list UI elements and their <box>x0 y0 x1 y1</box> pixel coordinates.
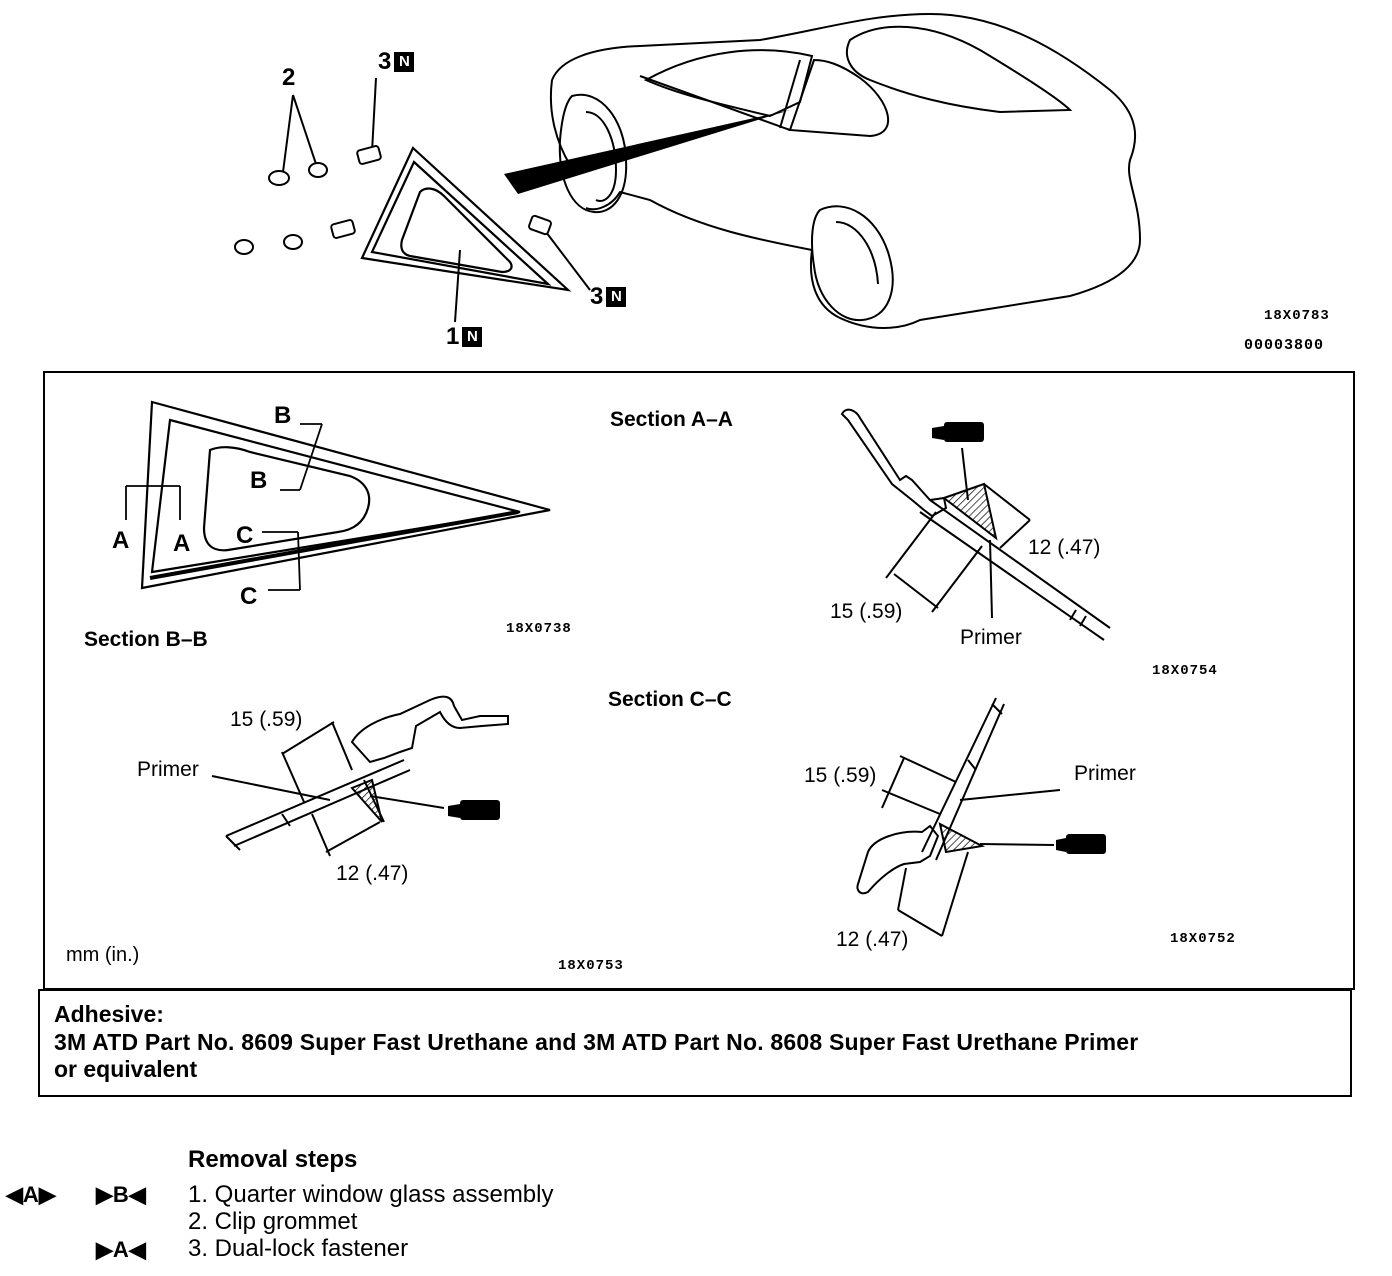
new-part-mark: N <box>394 52 415 72</box>
section-cc-title: Section C–C <box>608 688 732 711</box>
dimension-label: 15 (.59) <box>230 708 303 731</box>
procedure-mark-b-install: ▶B◀ <box>96 1182 146 1207</box>
figure-code: 18X0752 <box>1170 931 1236 947</box>
cut-label-c: C <box>236 522 254 549</box>
arrow-left-icon: ◀ <box>128 1237 146 1262</box>
arrow-left-icon: ◀ <box>6 1182 23 1207</box>
figure-code: 18X0738 <box>506 621 572 637</box>
cut-label-c: C <box>240 583 258 610</box>
dimension-label: 15 (.59) <box>804 764 877 787</box>
cut-label-b: B <box>274 402 292 429</box>
primer-label: Primer <box>1074 762 1136 785</box>
cut-label-a: A <box>173 530 191 557</box>
arrow-right-icon: ▶ <box>96 1182 113 1207</box>
dimension-label: 12 (.47) <box>1028 536 1101 559</box>
removal-step: 1. Quarter window glass assembly <box>188 1181 554 1208</box>
procedure-mark-a-install: ▶A◀ <box>96 1237 146 1262</box>
cut-label-a: A <box>112 527 130 554</box>
units-note: mm (in.) <box>66 944 140 966</box>
figure-code: 18X0783 <box>1264 308 1330 324</box>
procedure-mark-a-removal: ◀A▶ <box>6 1182 56 1207</box>
arrow-right-icon: ▶ <box>38 1182 56 1207</box>
section-aa-title: Section A–A <box>610 408 733 431</box>
dimension-label: 12 (.47) <box>336 862 409 885</box>
front-wheel <box>558 93 628 214</box>
new-part-mark: N <box>606 287 627 307</box>
glass-elevation <box>140 400 551 590</box>
figure-code: 18X0753 <box>558 958 624 974</box>
cut-label-b: B <box>250 467 268 494</box>
figure-code: 18X0754 <box>1152 663 1218 679</box>
top-exploded-diagram <box>234 12 1142 329</box>
new-part-mark: N <box>462 327 483 347</box>
arrow-left-icon: ◀ <box>128 1182 146 1207</box>
arrow-right-icon: ▶ <box>96 1237 113 1262</box>
callout-2: 2 <box>282 64 296 91</box>
clip-grommet <box>268 170 290 186</box>
quarter-glass-outer <box>360 146 572 292</box>
section-aa-profile <box>840 408 948 518</box>
side-window <box>643 49 814 118</box>
removal-step: 3. Dual-lock fastener <box>188 1235 409 1262</box>
adhesive-box: Adhesive: 3M ATD Part No. 8609 Super Fas… <box>38 989 1352 1097</box>
removal-step: 2. Clip grommet <box>188 1208 358 1235</box>
dimension-label: 12 (.47) <box>836 928 909 951</box>
adhesive-line-1: 3M ATD Part No. 8609 Super Fast Urethane… <box>54 1029 1139 1055</box>
section-bb-profile <box>350 695 509 764</box>
removal-steps-title: Removal steps <box>188 1146 358 1173</box>
location-pointer <box>504 110 790 194</box>
primer-label: Primer <box>137 758 199 781</box>
document-code: 00003800 <box>1244 337 1325 354</box>
adhesive-heading: Adhesive: <box>54 1001 164 1027</box>
dual-lock-fastener <box>356 145 382 165</box>
section-cc-profile <box>856 824 940 895</box>
section-bb-title: Section B–B <box>84 628 208 651</box>
adhesive-line-2: or equivalent <box>54 1056 198 1082</box>
adhesive-tube-icon <box>448 422 1106 854</box>
primer-label: Primer <box>960 626 1022 649</box>
rear-wheel <box>811 205 894 322</box>
dimension-label: 15 (.59) <box>830 600 903 623</box>
car-body-outline <box>551 12 1142 329</box>
